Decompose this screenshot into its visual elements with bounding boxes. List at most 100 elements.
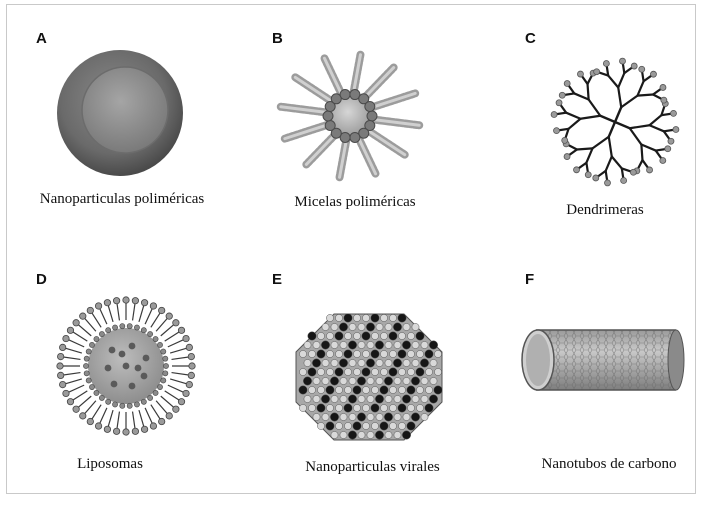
virus-protein: [349, 323, 356, 330]
dendrimer-branch: [580, 116, 600, 119]
virus-protein: [416, 368, 424, 376]
virus-protein: [326, 368, 333, 375]
virus-protein: [434, 386, 442, 394]
dendrimer-core-branch: [615, 107, 621, 122]
polymeric-micelle-icon: [272, 44, 428, 184]
virus-protein: [304, 395, 311, 402]
liposome-cargo: [123, 363, 130, 370]
virus-protein: [353, 386, 361, 394]
virus-protein: [331, 359, 338, 366]
virus-protein: [375, 395, 383, 403]
dendrimer-end: [551, 112, 557, 118]
virus-protein: [335, 404, 342, 411]
virus-protein: [389, 314, 396, 321]
liposome-head: [87, 307, 93, 313]
liposome-head: [104, 299, 110, 305]
dendrimer-core-branch: [600, 116, 615, 122]
dendrimer-branch: [637, 81, 643, 95]
virus-protein: [349, 359, 356, 366]
virus-protein: [304, 359, 311, 366]
virus-protein: [299, 350, 306, 357]
liposome-head: [173, 320, 179, 326]
virus-protein: [303, 377, 311, 385]
virus-protein: [312, 359, 320, 367]
liposome-head: [132, 297, 138, 303]
virus-protein: [357, 377, 365, 385]
virus-protein: [344, 332, 351, 339]
virus-protein: [371, 422, 378, 429]
liposome-head: [150, 423, 156, 429]
virus-protein: [367, 377, 374, 384]
dendrimer-end: [631, 63, 637, 69]
virus-protein: [362, 350, 369, 357]
virus-protein: [362, 386, 369, 393]
virus-protein: [412, 395, 419, 402]
dendrimer-end: [605, 180, 611, 186]
liposome-head: [178, 398, 184, 404]
virus-protein: [358, 395, 365, 402]
liposome-head: [57, 372, 63, 378]
virus-protein: [376, 377, 383, 384]
virus-protein: [308, 368, 316, 376]
liposome-cargo: [143, 355, 150, 362]
micelle-tail-core: [285, 125, 328, 139]
virus-protein: [394, 341, 401, 348]
liposome-head: [166, 313, 172, 319]
dendrimer-branch: [566, 113, 580, 119]
dendrimer-branch: [569, 119, 581, 129]
virus-protein: [321, 395, 329, 403]
dendrimer-end: [593, 175, 599, 181]
virus-protein: [344, 368, 351, 375]
virus-protein: [366, 359, 374, 367]
liposome-inner-head: [163, 363, 168, 368]
virus-protein: [385, 341, 392, 348]
viral-nanoparticle-icon: [294, 312, 444, 442]
dendrimer-branch: [641, 144, 655, 150]
virus-protein: [425, 386, 432, 393]
virus-protein: [335, 314, 342, 321]
liposome-head: [158, 418, 164, 424]
virus-protein: [398, 332, 405, 339]
liposome-inner-head: [84, 371, 89, 376]
dendrimer-branch: [630, 128, 642, 144]
virus-protein: [349, 413, 356, 420]
virus-protein: [353, 332, 360, 339]
liposome-inner-head: [112, 402, 117, 407]
virus-protein: [367, 413, 374, 420]
liposome-cargo: [141, 373, 148, 380]
virus-protein: [407, 422, 415, 430]
dendrimer-end: [621, 177, 627, 183]
liposome-inner-head: [99, 331, 104, 336]
liposome-inner-head: [148, 395, 153, 400]
liposome-head: [95, 423, 101, 429]
virus-protein: [317, 386, 324, 393]
liposome-head: [186, 381, 192, 387]
virus-protein: [384, 413, 392, 421]
panel-caption: Dendrimeras: [545, 202, 665, 219]
virus-protein: [389, 332, 397, 340]
liposome-cargo: [135, 365, 142, 372]
virus-protein: [330, 377, 338, 385]
virus-protein: [340, 395, 347, 402]
liposome-inner-head: [83, 363, 88, 368]
dendrimer-branch: [608, 76, 618, 88]
dendrimer-end: [630, 169, 636, 175]
dendrimer-end: [619, 58, 625, 64]
virus-protein: [375, 341, 383, 349]
virus-protein: [308, 350, 315, 357]
dendrimer-end: [647, 167, 653, 173]
liposome-inner-head: [157, 342, 162, 347]
dendrimer-branch: [612, 157, 622, 169]
virus-protein: [331, 395, 338, 402]
virus-protein: [389, 350, 396, 357]
virus-protein: [317, 332, 324, 339]
micelle-head: [365, 101, 375, 111]
virus-protein: [313, 395, 320, 402]
dendrimer-end: [661, 97, 667, 103]
micelle-head: [350, 132, 360, 142]
virus-protein: [367, 395, 374, 402]
virus-protein: [421, 413, 428, 420]
virus-protein: [331, 323, 338, 330]
liposome-inner-head: [84, 356, 89, 361]
liposome-head: [80, 413, 86, 419]
